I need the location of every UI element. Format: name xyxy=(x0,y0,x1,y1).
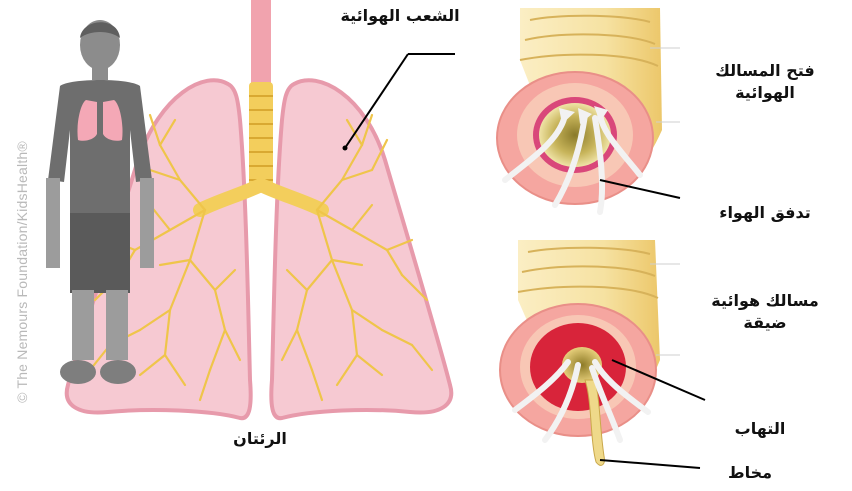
label-open-airways: فتح المسالك الهوائية xyxy=(690,60,840,104)
right-lung xyxy=(271,80,451,418)
label-mucus: مخاط xyxy=(690,462,810,484)
label-inflammation: التهاب xyxy=(700,418,820,440)
label-narrow-airways: مسالك هوائية ضيقة xyxy=(690,290,840,334)
label-open-airways-line1: فتح المسالك xyxy=(690,60,840,82)
label-lungs: الرئتان xyxy=(200,428,320,450)
open-airway-illustration xyxy=(497,8,680,212)
label-open-airways-line2: الهوائية xyxy=(690,82,840,104)
label-narrow-airways-line1: مسالك هوائية xyxy=(690,290,840,312)
label-bronchi: الشعب الهوائية xyxy=(320,5,480,27)
narrowed-airway-illustration xyxy=(500,240,680,465)
label-narrow-airways-line2: ضيقة xyxy=(690,312,840,334)
credit-watermark: © The Nemours Foundation/KidsHealth® xyxy=(14,72,30,472)
label-airflow: تدفق الهواء xyxy=(690,202,840,224)
